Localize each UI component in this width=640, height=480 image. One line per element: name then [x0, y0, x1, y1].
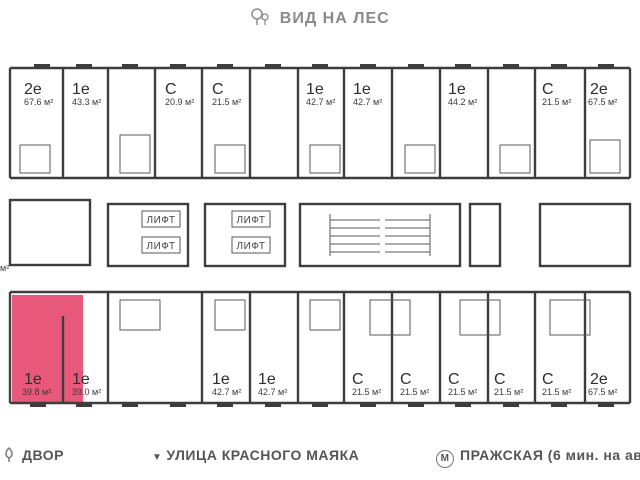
lift-label: ЛИФТ: [237, 215, 266, 226]
unit-area: 20.9 м²: [165, 97, 194, 107]
unit-type: 1e: [24, 371, 42, 388]
unit-label-top-4: 1e 42.7 м²: [306, 81, 335, 107]
unit-area: 21.5 м²: [400, 387, 429, 397]
lift-label: ЛИФТ: [147, 241, 176, 252]
unit-label-top-1: 1e 43.3 м²: [72, 81, 101, 107]
unit-area: 39.0 м²: [72, 387, 101, 397]
unit-area: 42.7 м²: [258, 387, 287, 397]
street-label: УЛИЦА КРАСНОГО МАЯКА: [166, 447, 360, 463]
corridor-area-fragment: м²: [0, 263, 9, 273]
unit-type: 1e: [306, 81, 324, 98]
lift-1: ЛИФТ: [141, 210, 181, 228]
unit-area: 67.5 м²: [588, 387, 617, 397]
orientation-footer: ДВОР ▼УЛИЦА КРАСНОГО МАЯКА М ПРАЖСКАЯ (6 …: [0, 446, 640, 469]
unit-area: 21.5 м²: [448, 387, 477, 397]
lift-2: ЛИФТ: [141, 236, 181, 254]
tree-icon: [251, 8, 269, 25]
unit-label-top-0: 2e 67.6 м²: [24, 81, 53, 107]
unit-area: 21.5 м²: [542, 387, 571, 397]
unit-area: 43.3 м²: [72, 97, 101, 107]
lift-label: ЛИФТ: [147, 215, 176, 226]
unit-label-bottom-3: 1e 42.7 м²: [258, 371, 287, 397]
unit-type: 1e: [72, 371, 90, 388]
unit-label-bottom-7: C 21.5 м²: [494, 371, 523, 397]
unit-type: 2e: [590, 81, 608, 98]
unit-label-top-6: 1e 44.2 м²: [448, 81, 477, 107]
unit-area: 67.6 м²: [24, 97, 53, 107]
unit-label-bottom-6: C 21.5 м²: [448, 371, 477, 397]
unit-label-top-3: C 21.5 м²: [212, 81, 241, 107]
unit-type: 1e: [212, 371, 230, 388]
unit-area: 44.2 м²: [448, 97, 477, 107]
street-indicator: ▼УЛИЦА КРАСНОГО МАЯКА: [152, 447, 359, 463]
metro-icon: М: [436, 450, 454, 468]
view-direction-label: ВИД НА ЛЕС: [0, 8, 640, 28]
unit-area: 21.5 м²: [542, 97, 571, 107]
unit-type: 1e: [448, 81, 466, 98]
lift-label: ЛИФТ: [237, 241, 266, 252]
lift-3: ЛИФТ: [231, 210, 271, 228]
unit-type: C: [165, 81, 177, 98]
yard-label: ДВОР: [22, 447, 64, 463]
window-marks: [30, 64, 614, 407]
stairwell: [329, 214, 431, 256]
unit-type: C: [542, 81, 554, 98]
metro-label: ПРАЖСКАЯ (6 мин. на авт: [460, 447, 640, 463]
unit-label-bottom-2: 1e 42.7 м²: [212, 371, 241, 397]
unit-type: C: [212, 81, 224, 98]
unit-type: C: [494, 371, 506, 388]
view-label: ВИД НА ЛЕС: [279, 10, 390, 27]
unit-type: C: [352, 371, 364, 388]
bottom-row-walls: [8, 290, 632, 405]
core-walls: [8, 198, 632, 268]
unit-label-top-8: 2e 67.5 м²: [588, 81, 617, 107]
unit-type: 1e: [353, 81, 371, 98]
unit-type: 1e: [258, 371, 276, 388]
unit-type: C: [542, 371, 554, 388]
unit-label-top-5: 1e 42.7 м²: [353, 81, 382, 107]
unit-area: 39.8 м²: [22, 387, 51, 397]
unit-area: 42.7 м²: [212, 387, 241, 397]
highlighted-unit-area: [12, 295, 83, 403]
unit-type: 2e: [590, 371, 608, 388]
metro-indicator: М ПРАЖСКАЯ (6 мин. на авт: [436, 447, 640, 468]
unit-label-bottom-1: 1e 39.0 м²: [72, 371, 101, 397]
lift-4: ЛИФТ: [231, 236, 271, 254]
arrow-down-icon: ▼: [152, 452, 163, 463]
unit-area: 21.5 м²: [212, 97, 241, 107]
unit-area: 21.5 м²: [352, 387, 381, 397]
unit-area: 67.5 м²: [588, 97, 617, 107]
top-row-walls: [8, 66, 632, 180]
tree-icon: [5, 446, 13, 462]
unit-type: 1e: [72, 81, 90, 98]
unit-area: 21.5 м²: [494, 387, 523, 397]
unit-area: 42.7 м²: [306, 97, 335, 107]
unit-label-bottom-4: C 21.5 м²: [352, 371, 381, 397]
unit-type: C: [400, 371, 412, 388]
unit-label-bottom-5: C 21.5 м²: [400, 371, 429, 397]
unit-label-bottom-9: 2e 67.5 м²: [588, 371, 617, 397]
unit-label-top-2: C 20.9 м²: [165, 81, 194, 107]
unit-type: 2e: [24, 81, 42, 98]
yard-indicator: ДВОР: [2, 446, 64, 463]
unit-label-bottom-8: C 21.5 м²: [542, 371, 571, 397]
unit-type: C: [448, 371, 460, 388]
unit-label-bottom-0: 1e 39.8 м²: [22, 371, 51, 397]
unit-area: 42.7 м²: [353, 97, 382, 107]
unit-label-top-7: C 21.5 м²: [542, 81, 571, 107]
